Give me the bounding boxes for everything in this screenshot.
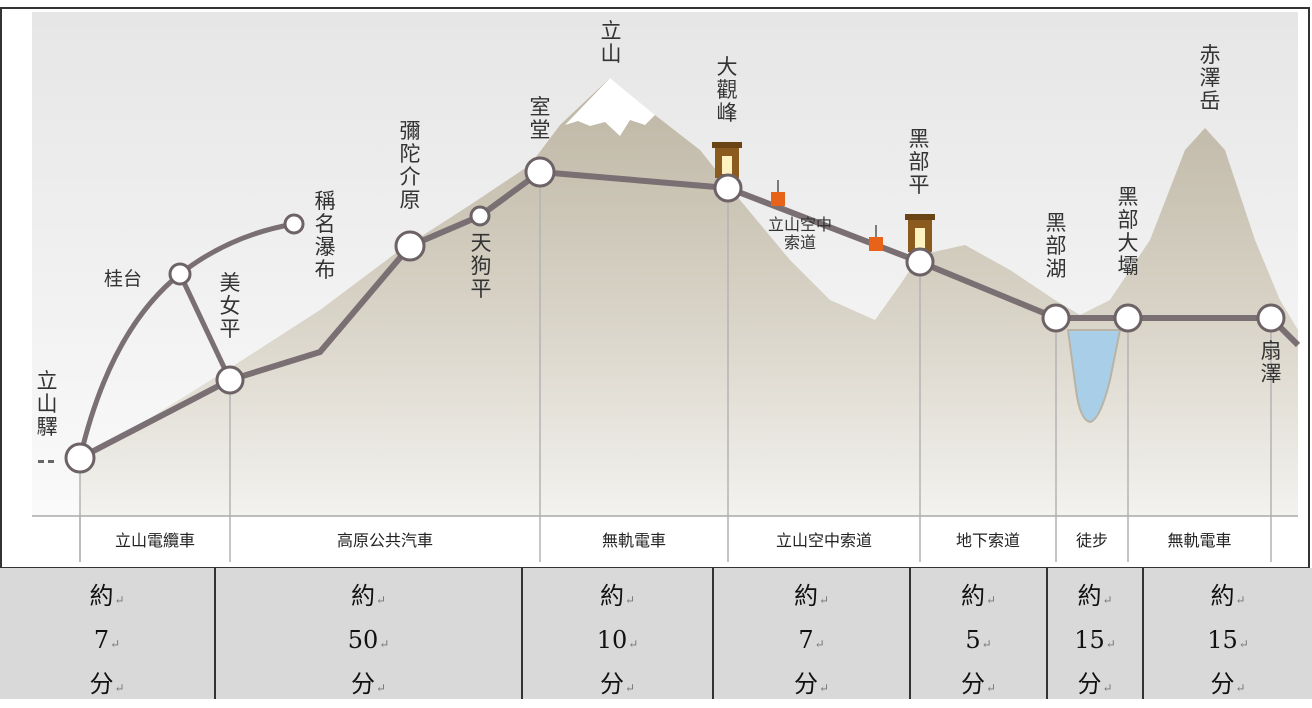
- daikanbo-cable-station-icon: [712, 142, 742, 178]
- station-midagahara: [394, 230, 426, 262]
- label-kurobeko: 黑部湖: [1045, 211, 1067, 281]
- station-kurobeko: [1041, 303, 1071, 333]
- label-kurobe-dam: 黑部大壩: [1117, 185, 1139, 278]
- time-cell: 約↵ 15↵ 分↵: [1144, 568, 1312, 699]
- snow-cap: [565, 78, 655, 136]
- travel-time-row: 約↵ 7↵ 分↵ 約↵ 50↵ 分↵ 約↵ 10↵ 分↵ 約↵ 7↵ 分↵ 約↵…: [0, 568, 1312, 699]
- station-shomyo: [283, 213, 305, 235]
- label-midagahara: 彌陀介原: [399, 119, 421, 212]
- time-cell: 約↵ 7↵ 分↵: [714, 568, 911, 699]
- station-tateyama: [64, 442, 96, 474]
- kurobe-lake: [1066, 329, 1122, 424]
- mountain-silhouette: [80, 78, 1298, 516]
- station-guide-lines: [79, 172, 1272, 562]
- label-ogizawa: 扇澤: [1260, 339, 1282, 386]
- segment-trolley-bus-1: 無軌電車: [601, 531, 666, 550]
- time-cell: 約↵ 5↵ 分↵: [911, 568, 1048, 699]
- station-murodo: [524, 156, 556, 188]
- main-route: [78, 169, 1301, 461]
- station-ogizawa: [1256, 303, 1286, 333]
- segment-trolley-bus-2: 無軌電車: [1167, 531, 1232, 550]
- label-tengudaira: 天狗平: [470, 231, 492, 301]
- label-tateyama-peak: 立山: [600, 19, 622, 66]
- kurobedaira-cable-station-icon: [905, 214, 935, 252]
- station-bijodaira: [215, 365, 245, 395]
- label-akazawadake: 赤澤岳: [1199, 43, 1221, 113]
- segment-cable-car: 立山電纜車: [114, 531, 195, 550]
- label-bijodaira: 美女平: [219, 271, 241, 341]
- label-tateyama-station: 立山驛: [36, 369, 58, 439]
- station-daikanbo: [713, 173, 743, 203]
- segment-ropeway: 立山空中索道: [775, 531, 872, 550]
- station-kurobedaira: [905, 247, 935, 277]
- station-katsuradai: [168, 262, 192, 286]
- time-cell: 約↵ 50↵ 分↵: [216, 568, 523, 699]
- time-cell: 約↵ 15↵ 分↵: [1048, 568, 1144, 699]
- label-murodo: 室堂: [529, 95, 551, 142]
- segment-walk: 徒步: [1075, 531, 1108, 550]
- segment-underground-cable: 地下索道: [955, 531, 1020, 550]
- label-daikanbo: 大觀峰: [716, 55, 738, 125]
- label-katsuradai: 桂台: [104, 268, 143, 290]
- time-cell: 約↵ 10↵ 分↵: [523, 568, 714, 699]
- label-shomyo-falls: 稱名瀑布: [314, 189, 336, 282]
- katsuradai-link: [177, 272, 233, 382]
- label-tateyama-ropeway: 立山空中索道: [768, 215, 833, 252]
- station-kurobe-dam: [1113, 303, 1143, 333]
- ropeway-pylons: [771, 180, 883, 251]
- tateyama-dash-marks: [38, 460, 54, 463]
- segment-highland-bus: 高原公共汽車: [336, 531, 433, 550]
- time-cell: 約↵ 7↵ 分↵: [0, 568, 216, 699]
- station-tengudaira: [469, 205, 491, 227]
- label-kurobedaira: 黑部平: [908, 127, 930, 197]
- station-markers: [64, 156, 1286, 474]
